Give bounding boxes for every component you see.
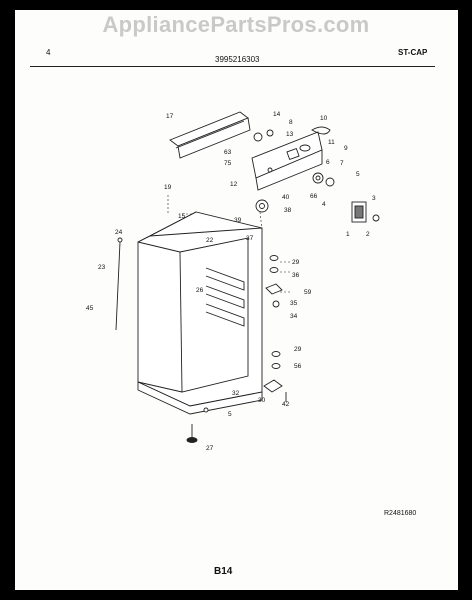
callout: 36	[292, 272, 300, 279]
callout: 15	[178, 213, 186, 220]
control-panel	[251, 131, 323, 191]
small-hardware	[255, 199, 287, 402]
callout: 59	[304, 289, 312, 296]
callout: 34	[290, 313, 298, 320]
callout: 27	[206, 445, 214, 452]
callout: 10	[320, 115, 328, 122]
callout: 4	[322, 201, 326, 208]
callout: 23	[98, 264, 106, 271]
part-number: 3995216303	[215, 55, 260, 64]
page-number: 4	[46, 48, 51, 57]
callout: 38	[284, 207, 292, 214]
callout: 42	[282, 401, 290, 408]
callout: 37	[246, 235, 254, 242]
refrigerator-cabinet	[137, 211, 263, 415]
callout: 19	[164, 184, 172, 191]
callout: 8	[289, 119, 293, 126]
callout: 14	[273, 111, 281, 118]
leader-lines	[167, 195, 290, 293]
callout: 6	[326, 159, 330, 166]
watermark: AppliancePartsPros.com	[102, 12, 370, 37]
callout: 9	[344, 145, 348, 152]
callout: 29	[294, 346, 302, 353]
callout: 11	[328, 139, 335, 146]
callout: 66	[310, 193, 318, 200]
callout: 3	[372, 195, 376, 202]
header-rule	[30, 66, 435, 67]
callout: 17	[166, 113, 174, 120]
callout: 7	[340, 160, 344, 167]
callout: 32	[232, 390, 240, 397]
hinge-rod	[115, 237, 123, 331]
thermostat-assembly	[253, 126, 335, 187]
page-label: B14	[214, 566, 233, 577]
callout: 35	[290, 300, 298, 307]
light-switch	[351, 201, 380, 223]
leveling-leg	[186, 407, 209, 443]
callout: 24	[115, 229, 123, 236]
callout: 1	[346, 231, 350, 238]
callout: 26	[196, 287, 204, 294]
top-cover-bracket	[169, 111, 251, 159]
model-code: ST-CAP	[398, 48, 428, 57]
callout-labels: 17 14 8 13 63 75 10 11 9 6 7 5 12 66 4 3…	[86, 111, 376, 452]
callout: 5	[228, 411, 232, 418]
callout: 12	[230, 181, 238, 188]
callout: 29	[292, 259, 300, 266]
callout: 30	[258, 397, 266, 404]
callout: 40	[282, 194, 290, 201]
callout: 2	[366, 231, 370, 238]
diagram-reference: R2481680	[384, 510, 417, 517]
callout: 75	[224, 160, 232, 167]
callout: 56	[294, 363, 302, 370]
callout: 22	[206, 237, 214, 244]
callout: 63	[224, 149, 232, 156]
callout: 13	[286, 131, 294, 138]
callout: 45	[86, 305, 94, 312]
callout: 39	[234, 217, 242, 224]
callout: 5	[356, 171, 360, 178]
